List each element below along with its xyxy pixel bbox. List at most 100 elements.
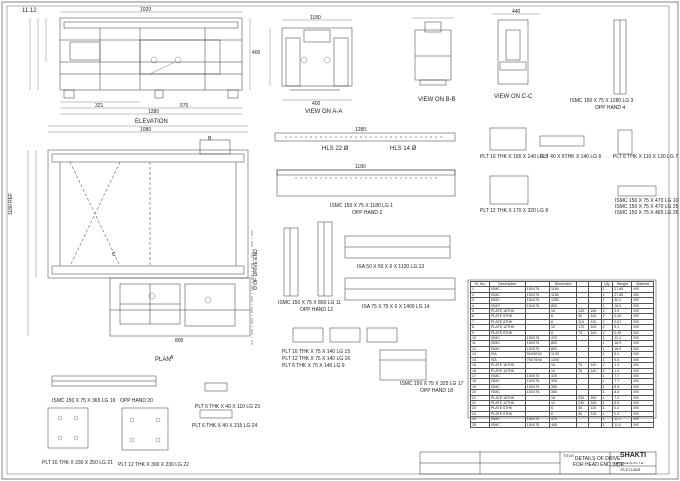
bom-cell: 150X75 bbox=[524, 286, 550, 293]
view-bb bbox=[412, 17, 454, 86]
bom-cell: 150X75 bbox=[524, 383, 550, 391]
bom-cell: 150X75 bbox=[524, 340, 550, 347]
section-mark-b: B bbox=[208, 136, 212, 142]
bom-cell: 140 bbox=[588, 313, 602, 320]
bom-cell: 140 bbox=[588, 329, 602, 337]
bom-cell: 140 bbox=[588, 362, 602, 369]
bom-h-weight: Weight bbox=[612, 280, 633, 288]
dim-elev-a: 321 bbox=[95, 103, 104, 109]
bom-cell: 27.85 bbox=[612, 286, 633, 293]
callout-part-18: OPP HAND 18 bbox=[420, 388, 453, 394]
bom-cell: 150X75 bbox=[524, 372, 550, 380]
bom-cell bbox=[576, 421, 590, 429]
bom-cell: 150X75 bbox=[524, 378, 550, 385]
bom-cell: 150X75 bbox=[524, 389, 550, 396]
bom-cell: 150X75 bbox=[524, 297, 550, 304]
dim-elev-b: 575 bbox=[180, 103, 189, 109]
channels-17-18 bbox=[379, 349, 427, 381]
bom-cell: 150X75 bbox=[524, 416, 550, 423]
bom-cell: MS bbox=[631, 421, 654, 429]
plates-15-16-9 bbox=[292, 327, 398, 343]
bom-cell: 130 bbox=[588, 318, 602, 326]
dim-plan-bottom: 800 bbox=[175, 338, 184, 344]
small-plates bbox=[489, 127, 657, 205]
callout-part-15: PLT 16 THK X 75 X 140 LG 15 bbox=[282, 349, 351, 355]
callout-part-10: ISMC 150 X 75 X 470 LG 10 bbox=[615, 198, 679, 204]
elevation-view bbox=[29, 11, 251, 115]
bill-of-materials: Sr. No. Description Dimension Qty Weight… bbox=[469, 280, 654, 429]
bom-cell: 250 bbox=[588, 394, 602, 401]
bom-cell: 150X75 bbox=[524, 335, 550, 342]
callout-part-2: OPP HAND 2 bbox=[352, 210, 383, 216]
section-mark-c: C bbox=[112, 252, 116, 258]
view-aa bbox=[269, 19, 353, 101]
bom-cell: 50X50X6 bbox=[524, 351, 550, 358]
view-cc-title: VIEW ON C-C bbox=[494, 94, 533, 100]
callout-part-19: ISMC 150 X 75 X 365 LG 19 bbox=[52, 398, 116, 404]
view-bb-title: VIEW ON B-B bbox=[418, 97, 456, 103]
callout-part-4: OPP HAND 4 bbox=[595, 105, 626, 111]
angles-13-14 bbox=[344, 235, 456, 301]
callout-part-17: ISMC 150 X 75 X 325 LG 17 bbox=[400, 381, 464, 387]
callout-part-23: PLT 6 THK X 40 X 110 LG 23 bbox=[195, 404, 260, 410]
bom-cell: 26 bbox=[469, 421, 491, 429]
bom-cell: 150X75 bbox=[524, 421, 550, 429]
dim-strip2: 1180 bbox=[355, 164, 366, 170]
bom-h-material: Material bbox=[631, 280, 654, 288]
title-line2: FOR HEAD END SIDE bbox=[573, 462, 624, 468]
callout-part-3: ISMC 150 X 75 X 1280 LG 3 bbox=[570, 98, 634, 104]
hole-note-22: HLS 22 Ø bbox=[322, 146, 349, 152]
drawing-number: 11.12 bbox=[22, 8, 37, 14]
part-strips bbox=[274, 132, 456, 197]
title-label: TITLE bbox=[563, 453, 574, 458]
callout-part-20: OPP HAND 20 bbox=[120, 398, 153, 404]
callout-part-22: PLT 12 THK X 300 X 230 LG 22 bbox=[118, 462, 189, 468]
dim-view-c-top: 440 bbox=[512, 9, 521, 15]
company-sub: Fab Solutions Pvt. Ltd. bbox=[614, 461, 645, 465]
dim-view-a-mid: 400 bbox=[312, 101, 321, 107]
drive-end-label: Θ OF DRIVE END bbox=[253, 249, 259, 290]
callout-part-7: PLT 6 THK X 110 X 130 LG 7 bbox=[613, 154, 678, 160]
plates-23-24 bbox=[199, 382, 233, 419]
hole-note-14: HLS 14 Ø bbox=[390, 146, 417, 152]
plan-view bbox=[27, 125, 253, 345]
callout-part-13: ISA 50 X 50 X 6 X 1130 LG 13 bbox=[357, 264, 425, 270]
dim-elev-overall: 1280 bbox=[148, 109, 160, 115]
callout-part-21: PLT 16 THK X 230 X 250 LG 21 bbox=[42, 460, 113, 466]
bom-cell: ISMC bbox=[489, 421, 526, 429]
view-aa-title: VIEW ON A-A bbox=[305, 109, 343, 115]
bom-cell bbox=[588, 421, 602, 429]
callout-part-14: ISA 75 X 75 X 6 X 1400 LG 14 bbox=[362, 304, 430, 310]
dim-plan-overall: 1180 REF bbox=[8, 192, 14, 215]
bom-cell: 300 bbox=[588, 399, 602, 407]
bom-cell: 215 bbox=[588, 410, 602, 418]
bom-cell: 140 bbox=[588, 367, 602, 374]
callout-part-11: ISMC 150 X 75 X 800 LG 11 bbox=[278, 300, 342, 306]
dim-elev-top: 1020 bbox=[140, 7, 152, 13]
dim-view-a-top: 1180 bbox=[310, 15, 321, 21]
elevation-title: ELEVATION bbox=[135, 119, 168, 125]
callout-part-6: PLT 40 X 6THK X 140 LG 6 bbox=[540, 154, 602, 160]
plan-title: PLAN bbox=[155, 357, 171, 363]
callout-part-8: PLT 12 THK X 170 X 320 LG 8 bbox=[480, 208, 549, 214]
bom-cell: 320 bbox=[588, 324, 602, 331]
bom-cell: 27.85 bbox=[612, 291, 633, 299]
drawing-no: JS-0713AR bbox=[620, 467, 641, 472]
bom-cell: 150X75 bbox=[524, 345, 550, 353]
callout-part-5: PLT 16 THK X 165 X 140 LG 5 bbox=[480, 154, 549, 160]
callout-part-1: ISMC 150 X 75 X 1180 LG 1 bbox=[330, 203, 394, 209]
bom-cell: 1 bbox=[600, 421, 614, 429]
callout-part-25: ISMC 150 X 75 X 470 LG 25 bbox=[615, 204, 679, 210]
callout-part-12: OPP HAND 12 bbox=[300, 307, 333, 313]
callout-part-26: ISMC 150 X 75 X 465 LG 26 bbox=[615, 210, 679, 216]
bom-cell: 150X75 bbox=[524, 291, 550, 299]
view-cc bbox=[492, 13, 627, 95]
